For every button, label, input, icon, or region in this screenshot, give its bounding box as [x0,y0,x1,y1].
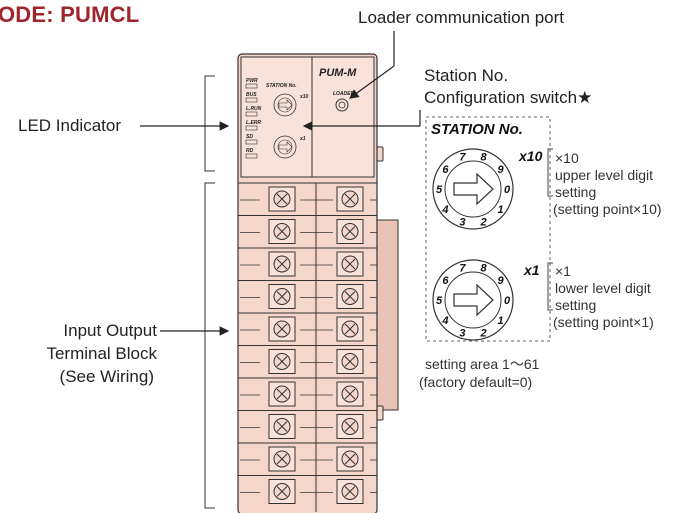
led-list: PWR BUS L.RUN L.ERR SD RD [245,78,262,159]
setting-range-note: setting area 1～61 [425,356,540,372]
led [245,97,258,103]
terminal-row [238,280,377,309]
terminal-block [238,182,377,512]
dial-digit: 9 [497,275,504,287]
led [245,83,258,89]
io-block-label-line1: Input Output [63,321,157,340]
x1-note-1: ×1 [555,263,571,279]
led-label: RD [246,148,254,154]
x1-note-bracket [547,262,553,311]
dial-digit: 6 [442,164,449,176]
led [245,125,258,131]
loader-port [335,98,349,112]
side-tab-top [376,146,384,162]
page-title: ODE: PUMCL [0,2,140,27]
station-switch-label-line1: Station No. [424,66,509,85]
io-bracket [204,182,215,509]
loader-mini-label: LOADER [333,91,355,97]
station-switch-label-line2: Configuration switch★ [424,88,593,107]
led-bracket [204,75,215,172]
x10-note-3: setting [555,184,597,200]
x10-note-2: upper level digit [555,167,654,183]
factory-default-note: (factory default=0) [419,374,533,390]
dial-digit: 7 [459,152,466,164]
led-indicator-label: LED Indicator [18,116,121,135]
dial-digit: 5 [436,295,443,307]
model-label: PUM-M [319,67,357,79]
x1-note-2: lower level digit [555,280,651,296]
terminal-row [238,182,377,212]
led [245,139,258,145]
dial-digit: 4 [441,204,448,216]
dial-digit: 1 [497,315,503,327]
x1-note-4: (setting point×1) [553,314,654,330]
led-label: L.ERR [246,120,261,126]
io-block-label-line3: (See Wiring) [59,367,154,386]
terminal-row [238,345,377,374]
side-tab-bottom [376,405,384,421]
dial-digit: 3 [459,327,465,339]
terminal-row [238,410,377,439]
led-label: BUS [246,92,257,98]
x10-note-bracket [547,148,553,197]
dial-x10: 012 34 5 67 89 [432,148,514,230]
x10-note-1: ×10 [555,150,579,166]
dial-digit: 0 [504,295,511,307]
x1-multiplier-label: x1 [524,262,540,278]
terminal-row [238,247,377,277]
top-panel [240,56,375,178]
loader-port-label: Loader communication port [358,8,565,27]
dial-digit: 8 [480,263,487,275]
terminal-row [238,377,377,407]
mini-switch-x10 [273,93,297,117]
terminal-row [238,442,377,472]
x10-note-4: (setting point×10) [553,201,662,217]
dial-digit: 9 [497,164,504,176]
dial-digit: 8 [480,152,487,164]
dial-x1: 012 34 5 67 89 [432,259,514,341]
led [245,111,258,117]
dial-digit: 6 [442,275,449,287]
svg-text:x1: x1 [299,136,306,142]
dial-digit: 0 [504,184,511,196]
mini-switch-x1 [273,135,297,159]
dial-digit: 5 [436,184,443,196]
x1-note-3: setting [555,297,597,313]
dial-digit: 3 [459,216,465,228]
x10-multiplier-label: x10 [519,148,543,164]
switch-detail-title: STATION No. [431,121,523,138]
dial-digit: 4 [441,315,448,327]
io-block-label-line2: Terminal Block [46,344,157,363]
terminal-row [238,215,377,244]
loader-arrow [349,65,395,99]
dial-digit: 7 [459,263,466,275]
led-label: SD [246,134,253,140]
led [245,153,258,159]
led-label: PWR [246,78,258,84]
led-label: L.RUN [246,106,262,112]
dial-digit: 1 [497,204,503,216]
svg-text:x10: x10 [299,94,309,100]
side-connector [375,219,399,411]
dial-digit: 2 [479,327,486,339]
dial-digit: 2 [479,216,486,228]
station-mini-label: STATION No. [266,83,297,89]
